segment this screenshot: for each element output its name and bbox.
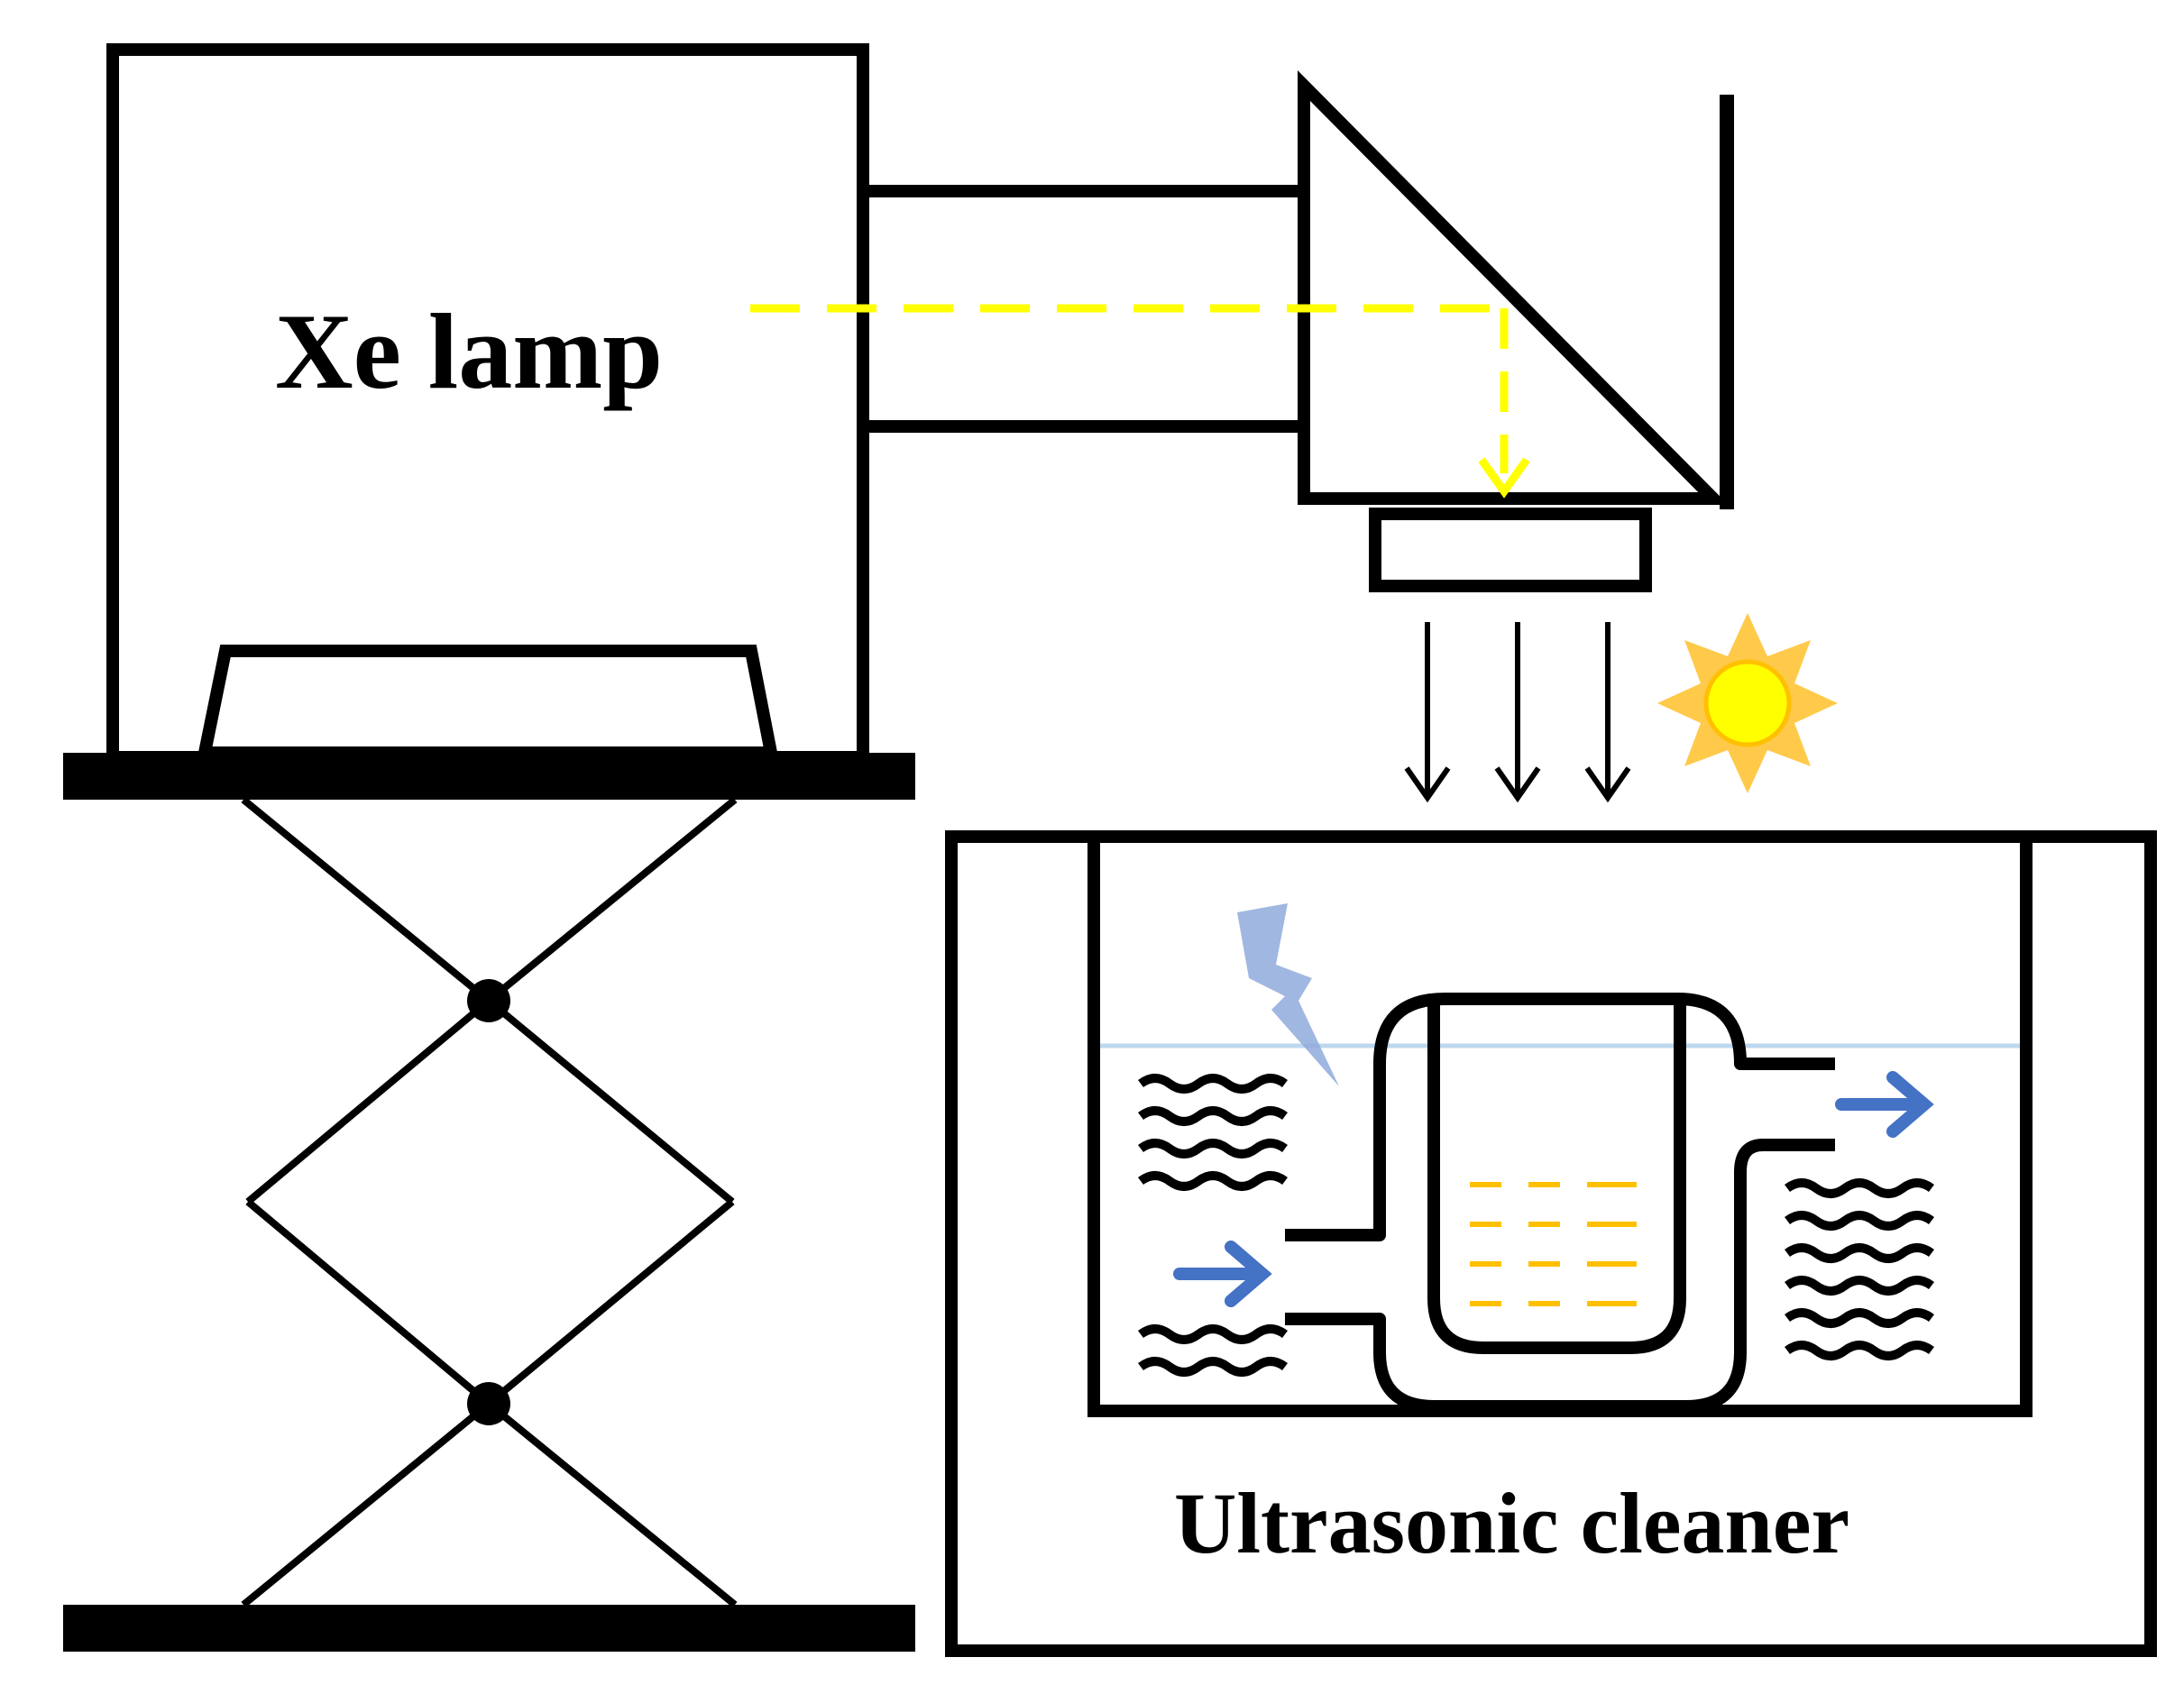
irradiation-arrows	[1404, 622, 1631, 803]
reaction-vessel	[1427, 999, 1686, 1354]
light-beam	[750, 304, 1530, 499]
ultrasonic-waves-left-top	[1138, 1074, 1288, 1191]
lift-pivot	[467, 1382, 510, 1425]
lamp-label: Xe lamp	[275, 291, 663, 411]
inlet-arrow-icon	[1173, 1241, 1272, 1307]
xe-lamp: Xe lamp	[106, 43, 869, 764]
ultrasonic-waves-right	[1785, 1178, 1934, 1360]
cleaner-body	[945, 830, 2157, 1657]
filter-window	[1369, 508, 1652, 592]
light-guide	[863, 185, 1300, 433]
cleaner-label: Ultrasonic cleaner	[1174, 1475, 1849, 1571]
scissor-lift	[63, 753, 915, 1652]
lift-pivot	[467, 979, 510, 1022]
lift-top-plate	[63, 753, 915, 800]
reactor-jacket	[1285, 993, 1835, 1413]
sample-liquid	[1470, 1182, 1637, 1306]
sun-icon	[1657, 613, 1838, 793]
ultrasonic-waves-left-bottom	[1138, 1324, 1288, 1377]
ultrasonic-cleaner: Ultrasonic cleaner	[945, 830, 2157, 1657]
lift-bottom-plate	[63, 1605, 915, 1652]
lightning-icon	[1237, 903, 1339, 1086]
lamp-foot	[197, 645, 779, 759]
mirror-prism	[1298, 69, 1734, 592]
outlet-arrow-icon	[1835, 1071, 1934, 1138]
